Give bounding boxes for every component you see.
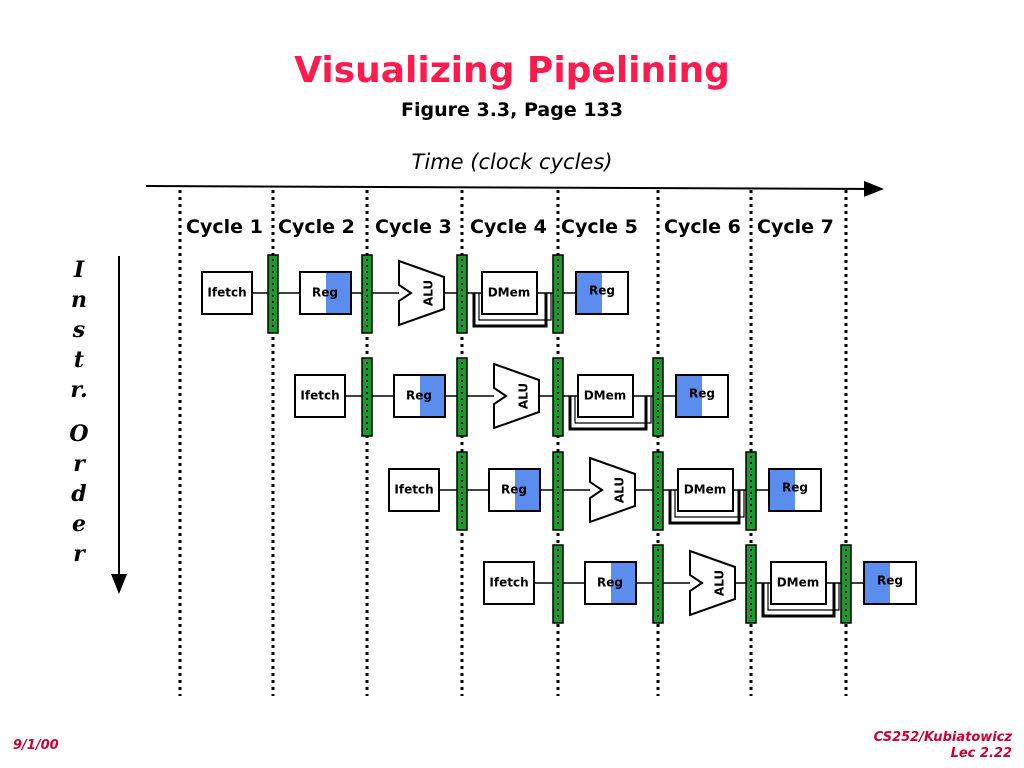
alu-shape xyxy=(589,456,636,524)
reg-write-label: Reg xyxy=(877,574,903,588)
alu-label: ALU xyxy=(517,383,531,409)
footer-date: 9/1/00 xyxy=(13,738,59,753)
dmem-box xyxy=(770,561,827,605)
ifetch-label: Ifetch xyxy=(207,286,246,300)
pipeline-register-bar xyxy=(745,544,757,624)
dmem-label: DMem xyxy=(488,286,531,300)
pipeline-register-bar xyxy=(267,254,279,334)
reg-write-highlight xyxy=(770,470,795,510)
reg-read-label: Reg xyxy=(406,389,432,403)
reg-read-label: Reg xyxy=(597,576,623,590)
reg-read-highlight xyxy=(326,273,350,313)
pipeline-register-bar xyxy=(840,544,852,624)
order-letter: I xyxy=(73,257,85,283)
reg-read-box xyxy=(299,271,352,315)
pipeline-register-bar xyxy=(652,544,664,624)
reg-read-highlight xyxy=(420,376,444,416)
reg-read-label: Reg xyxy=(501,483,527,497)
alu-shape xyxy=(493,362,540,430)
cycle-label-7: Cycle 7 xyxy=(757,216,834,238)
alu-shape xyxy=(689,549,736,617)
pipeline-register-bar xyxy=(361,357,373,437)
order-letter: t xyxy=(73,347,85,373)
dmem-label: DMem xyxy=(777,576,820,590)
reg-write-box xyxy=(675,374,729,418)
dmem-bypass-wire xyxy=(472,293,548,328)
reg-read-box xyxy=(488,468,541,512)
footer-course-name: CS252/Kubiatowicz xyxy=(873,730,1012,745)
reg-write-box xyxy=(575,271,629,315)
cycle-label-5: Cycle 5 xyxy=(561,216,638,238)
pipeline-register-bar xyxy=(652,451,664,531)
instruction-order-label: I n s t r. O r d e r xyxy=(64,255,94,569)
reg-write-label: Reg xyxy=(689,387,715,401)
dmem-bypass-wire xyxy=(761,583,836,618)
ifetch-box xyxy=(201,271,253,315)
reg-write-highlight xyxy=(577,273,602,313)
order-letter: r xyxy=(73,541,85,567)
cycle-label-1: Cycle 1 xyxy=(186,216,263,238)
pipeline-register-bar xyxy=(652,357,664,437)
alu-label: ALU xyxy=(422,280,436,306)
dmem-box xyxy=(677,468,734,512)
order-letter: r. xyxy=(70,377,88,403)
cycle-label-2: Cycle 2 xyxy=(278,216,355,238)
ifetch-label: Ifetch xyxy=(489,576,528,590)
cycle-label-4: Cycle 4 xyxy=(470,216,547,238)
dmem-bypass-wire xyxy=(767,583,840,611)
order-letter: O xyxy=(69,421,89,447)
order-letter: e xyxy=(72,511,86,537)
ifetch-label: Ifetch xyxy=(300,389,339,403)
reg-read-highlight xyxy=(611,563,635,603)
dmem-bypass-wire xyxy=(568,396,648,431)
reg-write-box xyxy=(863,561,917,605)
pipeline-register-bar xyxy=(745,451,757,531)
ifetch-label: Ifetch xyxy=(394,483,433,497)
time-axis-arrow xyxy=(145,180,884,197)
pipeline-register-bar xyxy=(456,254,468,334)
dmem-box xyxy=(481,271,538,315)
order-letter xyxy=(64,405,94,419)
ifetch-box xyxy=(483,561,535,605)
pipeline-register-bar xyxy=(456,357,468,437)
pipeline-register-bar xyxy=(552,544,564,624)
dmem-bypass-wire xyxy=(674,490,745,518)
reg-write-label: Reg xyxy=(589,284,615,298)
pipeline-register-bar xyxy=(456,451,468,531)
alu-shape xyxy=(398,259,445,327)
reg-read-label: Reg xyxy=(312,286,338,300)
time-axis-label: Time (clock cycles) xyxy=(411,150,613,174)
reg-write-label: Reg xyxy=(782,481,808,495)
pipeline-register-bar xyxy=(361,254,373,334)
footer-course: CS252/Kubiatowicz Lec 2.22 xyxy=(874,730,1012,762)
reg-read-box xyxy=(584,561,637,605)
pipeline-register-bar xyxy=(552,451,564,531)
figure-reference: Figure 3.3, Page 133 xyxy=(401,99,623,121)
reg-write-highlight xyxy=(865,563,890,603)
ifetch-box xyxy=(388,468,440,512)
reg-read-box xyxy=(393,374,446,418)
alu-label: ALU xyxy=(613,477,627,503)
cycle-label-6: Cycle 6 xyxy=(664,216,741,238)
pipeline-register-bar xyxy=(552,357,564,437)
order-letter: d xyxy=(71,481,87,507)
order-letter: r xyxy=(73,451,85,477)
alu-label: ALU xyxy=(713,570,727,596)
dmem-bypass-wire xyxy=(574,396,652,424)
ifetch-box xyxy=(294,374,346,418)
order-letter: s xyxy=(72,317,86,343)
footer-lecture-number: Lec 2.22 xyxy=(950,746,1012,761)
dmem-label: DMem xyxy=(684,483,727,497)
dmem-bypass-wire xyxy=(478,293,552,321)
dmem-label: DMem xyxy=(584,389,627,403)
cycle-label-3: Cycle 3 xyxy=(375,216,452,238)
pipeline-register-bar xyxy=(552,254,564,334)
dmem-bypass-wire xyxy=(668,490,741,525)
dmem-box xyxy=(577,374,634,418)
reg-write-highlight xyxy=(677,376,702,416)
slide-title: Visualizing Pipelining xyxy=(294,50,730,91)
order-letter: n xyxy=(71,287,87,313)
reg-write-box xyxy=(768,468,822,512)
reg-read-highlight xyxy=(515,470,539,510)
